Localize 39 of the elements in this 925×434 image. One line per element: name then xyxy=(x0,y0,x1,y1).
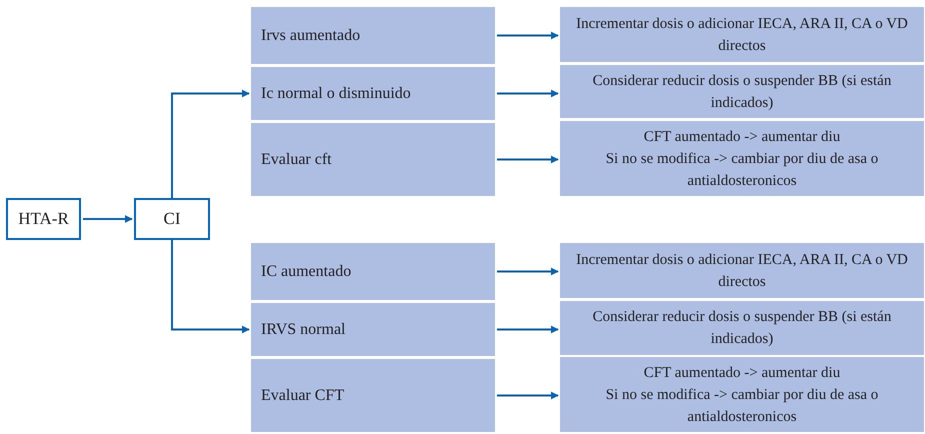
condition-box xyxy=(251,243,495,300)
box-text: Si no se modifica -> cambiar por diu de asa o antialdosteronicos xyxy=(604,150,880,190)
arrow xyxy=(497,156,559,164)
box-text: CI xyxy=(164,208,180,230)
arrow xyxy=(171,90,250,198)
box-text: IRVS normal xyxy=(261,320,346,340)
condition-box xyxy=(251,303,495,356)
condition-box xyxy=(251,359,495,432)
box-text: Considerar reducir dosis o suspender BB (si están indicados) xyxy=(592,308,892,349)
arrow xyxy=(171,240,250,334)
action-box xyxy=(560,301,924,355)
condition-box xyxy=(251,123,495,196)
box-text: Evaluar CFT xyxy=(261,386,344,406)
box-text: HTA-R xyxy=(18,208,69,230)
box-text: Si no se modifica -> cambiar por diu de asa o antialdosteronicos xyxy=(604,386,880,426)
arrow xyxy=(497,90,559,98)
arrow xyxy=(83,215,133,223)
box-text: CFT aumentado -> aumentar diu xyxy=(644,128,840,146)
box-text: IC aumentado xyxy=(261,262,352,282)
arrow xyxy=(497,32,559,40)
box-text: Incrementar dosis o adicionar IECA, ARA II, CA o VD directos xyxy=(575,14,909,56)
box-text: Considerar reducir dosis o suspender BB (si están indicados) xyxy=(592,72,892,112)
box-text: Incrementar dosis o adicionar IECA, ARA II, CA o VD directos xyxy=(575,250,909,292)
box-text: Irvs aumentado xyxy=(261,26,360,46)
arrow xyxy=(497,392,559,400)
arrow xyxy=(497,326,559,334)
box-text: CFT aumentado -> aumentar diu xyxy=(644,364,840,382)
action-box xyxy=(560,357,924,432)
condition-box xyxy=(251,7,495,64)
box-text: Ic normal o disminuido xyxy=(261,84,411,104)
process-box xyxy=(6,198,81,240)
action-box xyxy=(560,65,924,118)
process-box xyxy=(134,198,210,240)
arrow xyxy=(497,268,559,276)
action-box xyxy=(560,121,924,196)
condition-box xyxy=(251,67,495,120)
action-box xyxy=(560,7,924,62)
box-text: Evaluar cft xyxy=(261,150,332,170)
action-box xyxy=(560,243,924,298)
